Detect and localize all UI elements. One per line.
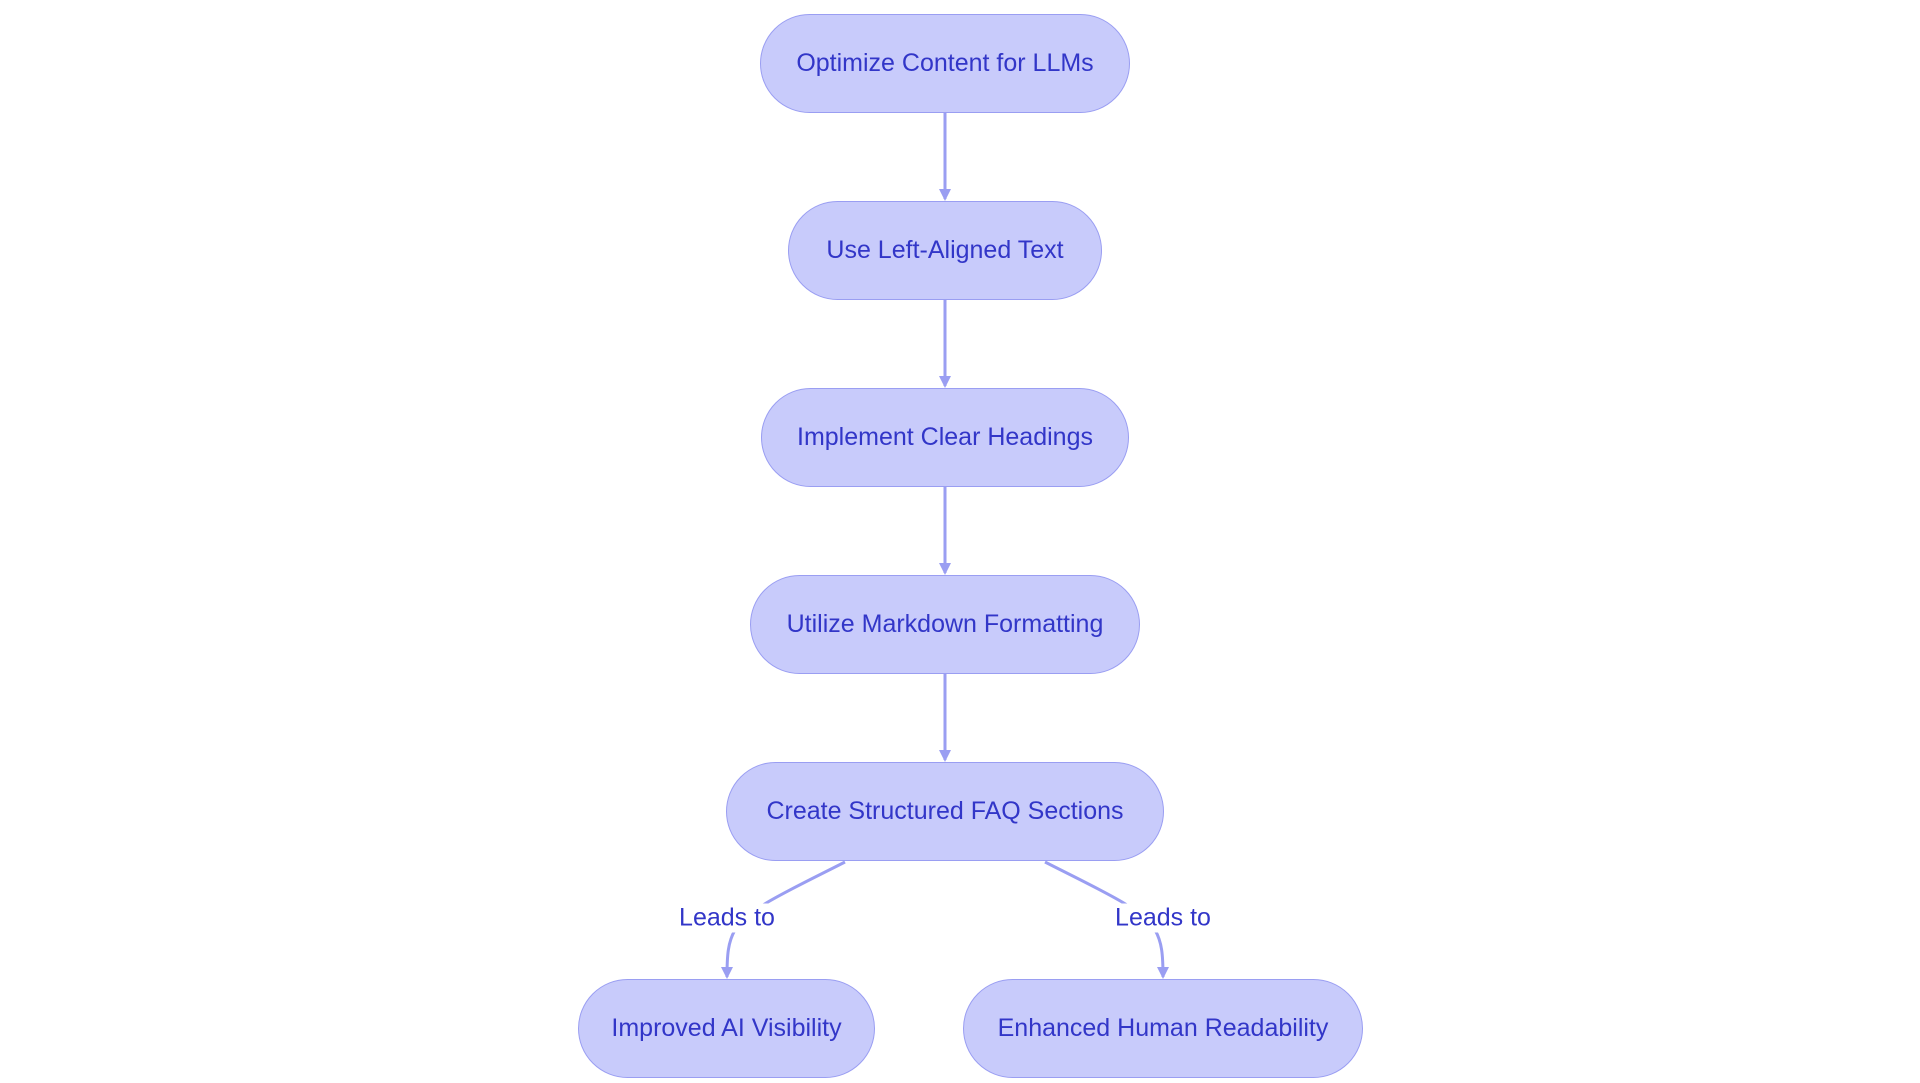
edge-label-faq-to-ai-visibility: Leads to	[677, 903, 777, 933]
node-clear-headings: Implement Clear Headings	[761, 388, 1129, 487]
node-left-aligned-text: Use Left-Aligned Text	[788, 201, 1102, 300]
node-optimize-content: Optimize Content for LLMs	[760, 14, 1130, 113]
node-ai-visibility: Improved AI Visibility	[578, 979, 875, 1078]
node-faq-sections: Create Structured FAQ Sections	[726, 762, 1164, 861]
node-human-readability: Enhanced Human Readability	[963, 979, 1363, 1078]
node-markdown-formatting: Utilize Markdown Formatting	[750, 575, 1140, 674]
edge-label-faq-to-readability: Leads to	[1113, 903, 1213, 933]
